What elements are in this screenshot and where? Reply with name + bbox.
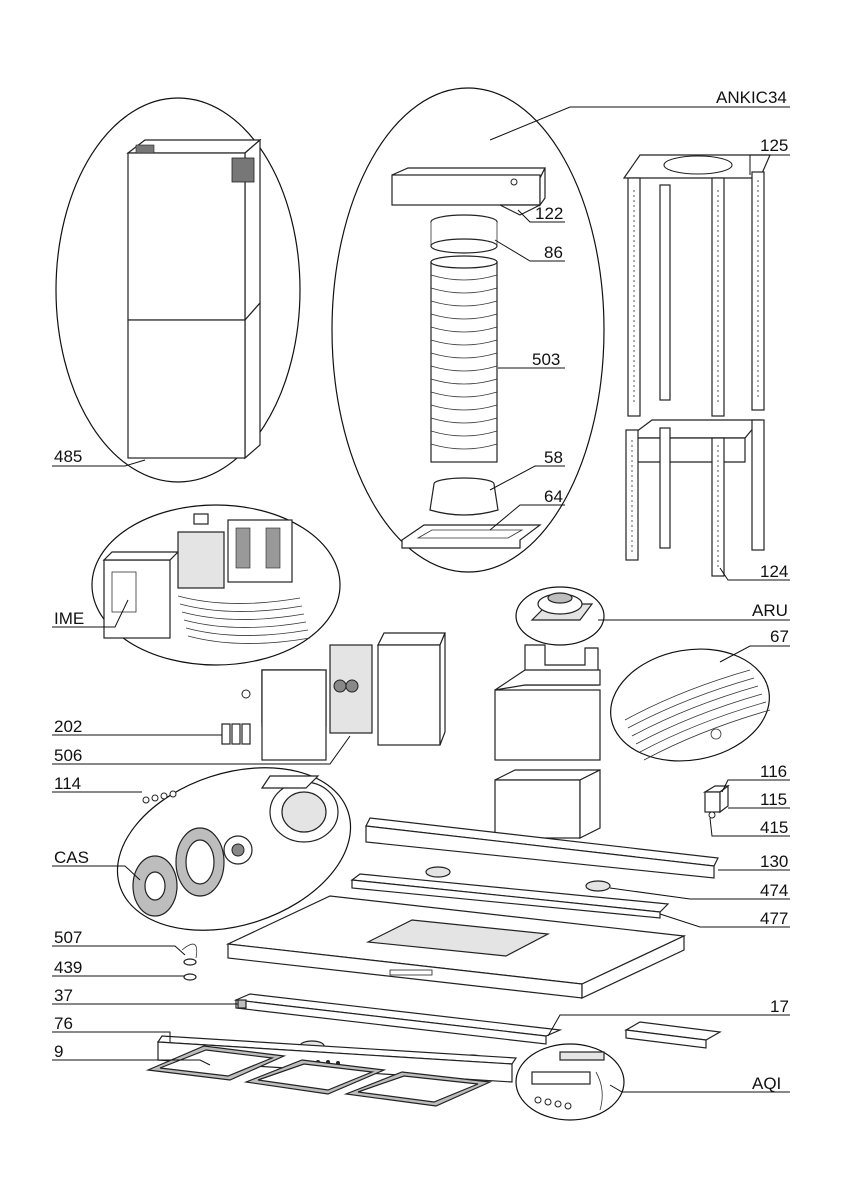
- electronics-ime: [104, 514, 310, 644]
- label-cas: CAS: [54, 848, 89, 867]
- label-67: 67: [770, 627, 789, 646]
- chimney-485: [128, 140, 260, 458]
- label-130: 130: [760, 852, 788, 871]
- screws-114: [143, 791, 176, 803]
- part-37: [238, 1000, 246, 1008]
- label-439: 439: [54, 958, 82, 977]
- motor-aru: [532, 593, 592, 620]
- label-485: 485: [54, 447, 82, 466]
- label-76: 76: [54, 1014, 73, 1033]
- label-ime: IME: [54, 609, 84, 628]
- label-86: 86: [544, 243, 563, 262]
- switch-116: [705, 786, 728, 818]
- label-9: 9: [54, 1042, 63, 1061]
- label-115: 115: [760, 790, 787, 809]
- label-37: 37: [54, 986, 73, 1005]
- label-507: 507: [54, 928, 82, 947]
- label-506: 506: [54, 746, 82, 765]
- label-aqi: AQI: [752, 1074, 781, 1093]
- label-aru: ARU: [752, 601, 788, 620]
- filter-box: [495, 645, 600, 838]
- label-ankic34: ANKIC34: [716, 88, 787, 107]
- label-503: 503: [532, 350, 560, 369]
- label-114: 114: [54, 774, 81, 793]
- cable-507: [182, 944, 197, 980]
- frame-17: [236, 994, 560, 1044]
- label-58: 58: [544, 448, 563, 467]
- label-17: 17: [770, 997, 789, 1016]
- label-125: 125: [760, 136, 788, 155]
- accessories-aqi: [532, 1022, 720, 1110]
- label-64: 64: [544, 487, 563, 506]
- group-67-outline: [602, 637, 779, 773]
- label-122: 122: [535, 204, 563, 223]
- label-474: 474: [760, 881, 788, 900]
- label-202: 202: [54, 717, 82, 736]
- cable-set-67: [625, 670, 770, 760]
- label-415: 415: [760, 818, 788, 837]
- support-frame-125: [624, 155, 770, 416]
- label-124: 124: [760, 562, 788, 581]
- box-506: [242, 645, 372, 760]
- connector-202: [222, 724, 250, 744]
- support-frame-124: [626, 420, 764, 576]
- duct-kit-ankic34: [392, 168, 545, 548]
- label-116: 116: [760, 762, 787, 781]
- rear-panel: [378, 633, 445, 745]
- label-477: 477: [760, 909, 788, 928]
